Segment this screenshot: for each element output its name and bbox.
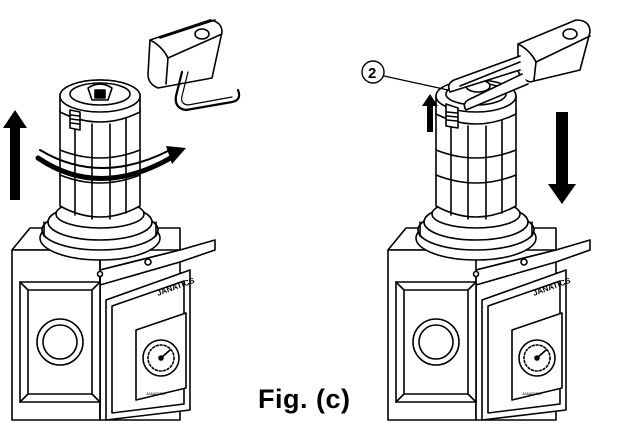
left-lock-clip-icon <box>147 19 241 112</box>
right-body-block: JANATICS JANATICS <box>387 227 591 421</box>
left-gauge-brand: JANATICS <box>146 391 165 396</box>
pressure-gauge-icon: JANATICS <box>135 312 187 401</box>
pressure-gauge-icon: JANATICS <box>511 312 563 401</box>
small-up-arrow-icon <box>422 94 438 132</box>
rotate-arrow-icon <box>35 146 186 181</box>
left-adjust-knob <box>59 79 141 220</box>
callout-2: 2 <box>361 60 449 91</box>
right-regulator: JANATICS JANATICS <box>361 19 591 421</box>
right-lock-clip-icon <box>447 19 591 111</box>
figure-caption: Fig. (c) <box>258 384 351 414</box>
right-gauge-brand: JANATICS <box>522 391 541 396</box>
down-arrow-icon <box>548 112 576 204</box>
left-body-block: JANATICS JANATICS <box>11 227 216 421</box>
up-arrow-icon <box>3 110 27 200</box>
callout-number: 2 <box>368 65 376 82</box>
left-regulator: JANATICS JANATICS <box>3 19 241 421</box>
